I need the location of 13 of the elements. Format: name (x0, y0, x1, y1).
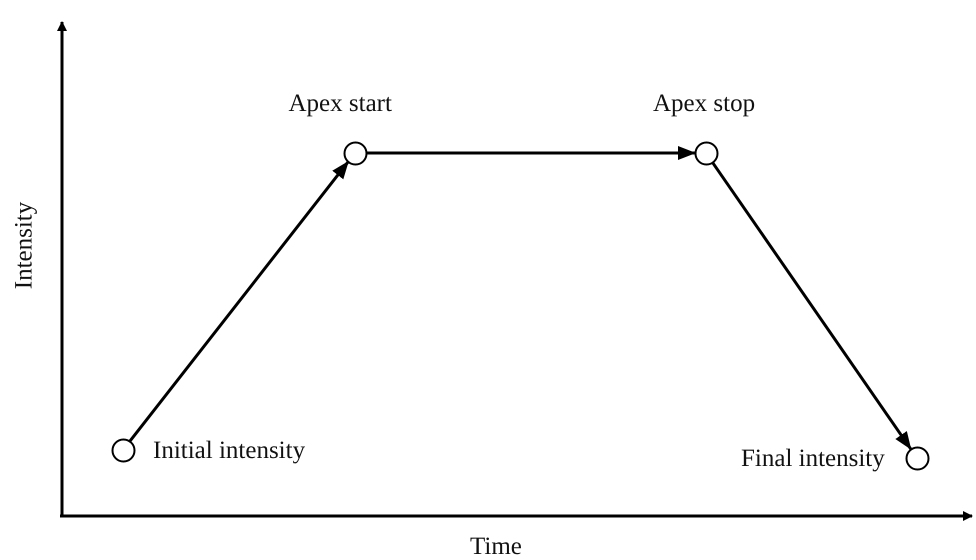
point-marker (342, 140, 368, 166)
point-label: Final intensity (741, 446, 885, 470)
point-label: Apex stop (653, 90, 756, 116)
axis-label: Intensity (11, 201, 36, 289)
arrow (366, 146, 696, 160)
point-label: Apex start (288, 90, 392, 116)
point-label: Initial intensity (153, 438, 306, 462)
point-marker (694, 140, 718, 166)
arrow (711, 161, 912, 450)
point-marker (904, 446, 930, 470)
arrow (128, 160, 350, 442)
point-marker (110, 438, 136, 462)
axis-label: Time (470, 534, 522, 558)
